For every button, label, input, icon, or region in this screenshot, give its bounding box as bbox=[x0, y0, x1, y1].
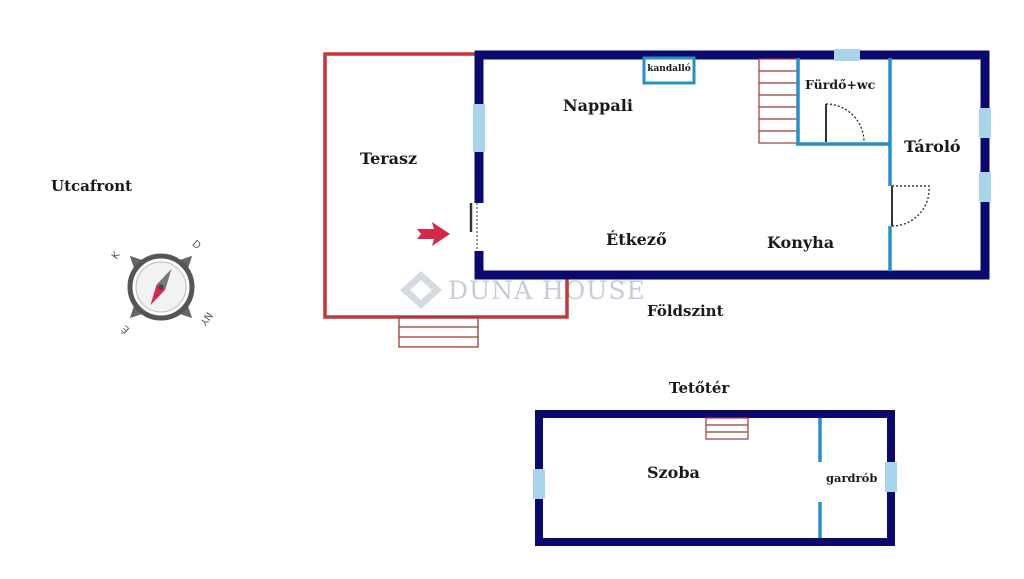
attic-walls bbox=[533, 410, 897, 546]
watermark: DUNA HOUSE ® bbox=[400, 271, 646, 309]
ground-floor-label: Földszint bbox=[647, 302, 724, 320]
entry-arrow-icon bbox=[417, 222, 450, 246]
outer-wall bbox=[474, 50, 990, 280]
compass-letter-k: K bbox=[110, 250, 123, 262]
living-room-label: Nappali bbox=[563, 96, 633, 115]
room-label: Szoba bbox=[647, 463, 700, 482]
compass-icon: D K É NY bbox=[110, 239, 214, 337]
watermark-text: DUNA HOUSE bbox=[448, 276, 646, 305]
compass-letter-d: D bbox=[190, 239, 203, 253]
wardrobe-label: gardrób bbox=[826, 471, 877, 485]
compass-letter-e: É bbox=[119, 323, 132, 337]
attic-window-left bbox=[533, 469, 545, 499]
bathroom-door bbox=[825, 103, 865, 143]
entrance-opening bbox=[472, 203, 486, 251]
fireplace-label: kandalló bbox=[647, 63, 691, 74]
bathroom-label: Fürdő+wc bbox=[805, 77, 876, 92]
terrace-outline bbox=[323, 52, 569, 319]
compass-letter-ny: NY bbox=[197, 310, 214, 328]
window-right-upper bbox=[979, 108, 991, 138]
window-right-lower bbox=[979, 172, 991, 202]
dining-label: Étkező bbox=[606, 229, 667, 249]
attic-window-right bbox=[885, 462, 897, 492]
terrace bbox=[323, 52, 569, 348]
fireplace-box bbox=[642, 56, 696, 85]
kitchen-label: Konyha bbox=[767, 233, 834, 252]
ground-floor-walls bbox=[469, 49, 991, 280]
terrace-label: Terasz bbox=[360, 149, 417, 168]
attic-label: Tetőtér bbox=[669, 379, 730, 397]
storage-door bbox=[888, 185, 930, 227]
bathroom-walls bbox=[796, 58, 892, 271]
duna-house-logo bbox=[400, 271, 442, 309]
storage-label: Tároló bbox=[904, 137, 961, 156]
stairs-attic bbox=[705, 417, 749, 440]
stairs-ground bbox=[758, 58, 799, 144]
window-top bbox=[834, 49, 860, 61]
window-left bbox=[473, 104, 485, 152]
watermark-registered: ® bbox=[620, 277, 629, 286]
street-front-label: Utcafront bbox=[51, 177, 132, 195]
terrace-steps bbox=[398, 316, 479, 348]
